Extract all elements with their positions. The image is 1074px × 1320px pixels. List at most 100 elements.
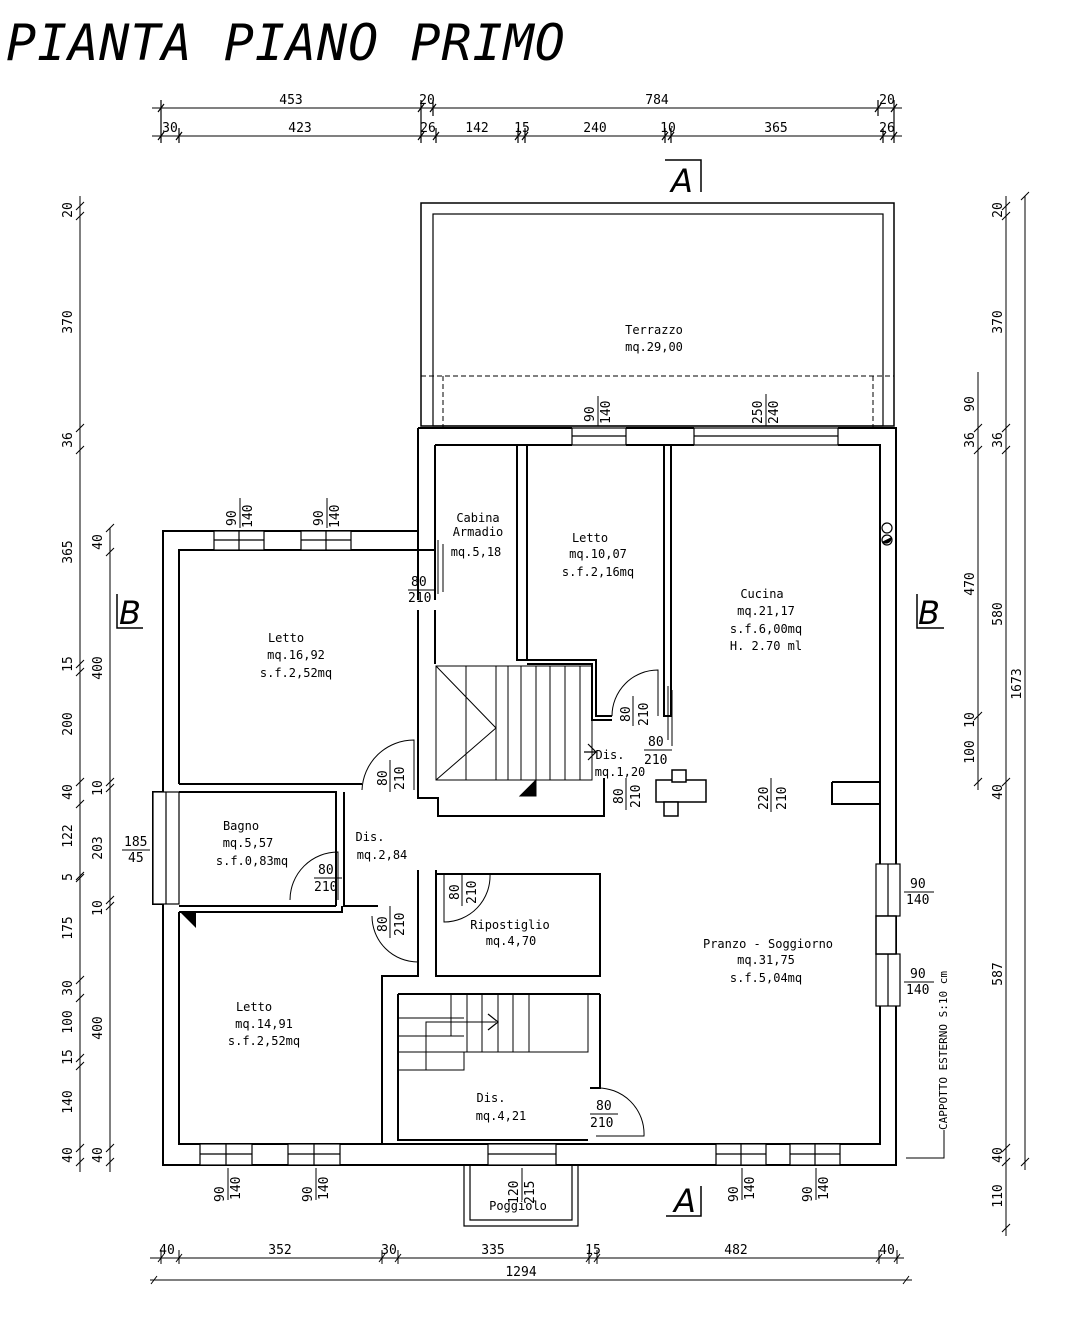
svg-text:140: 140 bbox=[906, 983, 929, 998]
right-dimension-labels: 90 36 470 10 100 20 370 36 580 40 587 40… bbox=[963, 202, 1025, 1208]
svg-text:mq.16,92: mq.16,92 bbox=[267, 648, 325, 662]
dim-left-15b: 15 bbox=[61, 1049, 76, 1065]
svg-text:120: 120 bbox=[507, 1181, 522, 1204]
left-dimension-lines bbox=[75, 196, 115, 1172]
svg-text:Cabina: Cabina bbox=[456, 511, 499, 525]
opening-label-top-2: 250 240 bbox=[751, 394, 782, 426]
svg-text:mq.31,75: mq.31,75 bbox=[737, 953, 795, 967]
opening-label-s3: 120 215 bbox=[507, 1168, 538, 1204]
dim-bottom-15: 15 bbox=[585, 1243, 601, 1258]
dim-left-175: 175 bbox=[61, 916, 76, 939]
dim-right-40a: 40 bbox=[991, 784, 1006, 800]
svg-text:mq.4,21: mq.4,21 bbox=[476, 1109, 527, 1123]
svg-text:H. 2.70 ml: H. 2.70 ml bbox=[730, 639, 802, 653]
svg-text:Poggiolo: Poggiolo bbox=[489, 1199, 547, 1213]
svg-text:215: 215 bbox=[523, 1181, 538, 1204]
svg-text:80: 80 bbox=[596, 1099, 612, 1114]
dim-right-20: 20 bbox=[991, 202, 1006, 218]
svg-text:80: 80 bbox=[648, 735, 664, 750]
section-marker-a-bottom: A bbox=[666, 1182, 702, 1220]
svg-text:80: 80 bbox=[376, 770, 391, 786]
insulation-note: CAPPOTTO ESTERNO S:10 cm bbox=[937, 971, 950, 1130]
svg-text:Dis.: Dis. bbox=[596, 748, 625, 762]
stairs-lower bbox=[397, 994, 589, 1071]
opening-label-e2: 90 140 bbox=[904, 967, 934, 998]
dim-right-inner-10: 10 bbox=[963, 712, 978, 728]
stairs-upper bbox=[435, 665, 597, 797]
stair-down-marker bbox=[180, 912, 196, 928]
opening-label-185: 185 45 bbox=[122, 835, 150, 866]
svg-text:210: 210 bbox=[393, 913, 408, 936]
dim-right-inner-36: 36 bbox=[963, 432, 978, 448]
room-letto-north: Letto mq.10,07 s.f.2,16mq bbox=[562, 531, 634, 579]
svg-text:80: 80 bbox=[411, 575, 427, 590]
svg-text:220: 220 bbox=[757, 787, 772, 810]
dim-right-36: 36 bbox=[991, 432, 1006, 448]
plan-title: PIANTA PIANO PRIMO bbox=[6, 14, 566, 72]
dim-left-inner-400b: 400 bbox=[91, 1016, 106, 1039]
svg-text:mq.10,07: mq.10,07 bbox=[569, 547, 627, 561]
section-marker-b-left: B bbox=[116, 594, 143, 632]
svg-text:80: 80 bbox=[448, 884, 463, 900]
svg-text:mq.4,70: mq.4,70 bbox=[486, 934, 537, 948]
svg-text:90: 90 bbox=[312, 510, 327, 526]
dim-top-26b: 26 bbox=[879, 121, 895, 136]
dim-top-26a: 26 bbox=[420, 121, 436, 136]
svg-text:90: 90 bbox=[213, 1186, 228, 1202]
opening-label-220: 220 210 bbox=[757, 778, 790, 812]
svg-text:mq.2,84: mq.2,84 bbox=[357, 848, 408, 862]
dim-right-inner-470: 470 bbox=[963, 572, 978, 595]
dim-left-40a: 40 bbox=[61, 784, 76, 800]
dim-top-453: 453 bbox=[279, 93, 302, 108]
svg-text:A: A bbox=[672, 1182, 696, 1220]
dim-left-365: 365 bbox=[61, 540, 76, 563]
room-ripostiglio: Ripostiglio mq.4,70 bbox=[470, 918, 549, 948]
opening-label-top-1: 90 140 bbox=[583, 396, 614, 426]
room-dis-low: Dis. mq.4,21 bbox=[476, 1091, 527, 1123]
svg-text:s.f.2,52mq: s.f.2,52mq bbox=[228, 1034, 300, 1048]
svg-text:Dis.: Dis. bbox=[356, 830, 385, 844]
dim-left-15: 15 bbox=[61, 656, 76, 672]
svg-text:Letto: Letto bbox=[572, 531, 608, 545]
dim-top-20a: 20 bbox=[419, 93, 435, 108]
dim-top-423: 423 bbox=[288, 121, 311, 136]
svg-text:210: 210 bbox=[775, 787, 790, 810]
section-marker-b-right: B bbox=[916, 594, 944, 632]
dim-top-30: 30 bbox=[162, 121, 178, 136]
dim-bottom-1294: 1294 bbox=[505, 1265, 536, 1280]
room-dis-mid: Dis. mq.2,84 bbox=[356, 830, 408, 862]
boiler-icon bbox=[881, 522, 893, 546]
svg-text:90: 90 bbox=[801, 1186, 816, 1202]
dim-left-36: 36 bbox=[61, 432, 76, 448]
svg-text:45: 45 bbox=[128, 851, 144, 866]
svg-text:s.f.2,52mq: s.f.2,52mq bbox=[260, 666, 332, 680]
svg-text:Cucina: Cucina bbox=[740, 587, 783, 601]
svg-text:Ripostiglio: Ripostiglio bbox=[470, 918, 549, 932]
svg-text:Bagno: Bagno bbox=[223, 819, 259, 833]
dim-top-240: 240 bbox=[583, 121, 606, 136]
door-swings bbox=[289, 540, 673, 1137]
opening-label-s5: 90 140 bbox=[801, 1168, 832, 1202]
room-poggiolo: Poggiolo bbox=[489, 1199, 547, 1213]
dim-left-140: 140 bbox=[61, 1090, 76, 1113]
dim-left-370: 370 bbox=[61, 310, 76, 333]
svg-text:240: 240 bbox=[767, 401, 782, 424]
windows bbox=[152, 427, 901, 1166]
door-label-letto-w: 80 210 bbox=[376, 760, 408, 792]
room-letto-southwest: Letto mq.14,91 s.f.2,52mq bbox=[228, 1000, 300, 1048]
svg-text:90: 90 bbox=[301, 1186, 316, 1202]
svg-text:140: 140 bbox=[743, 1177, 758, 1200]
dim-left-inner-10b: 10 bbox=[91, 900, 106, 916]
svg-text:210: 210 bbox=[465, 881, 480, 904]
bottom-dimension-labels: 40 352 30 335 15 482 40 1294 bbox=[159, 1243, 895, 1280]
dim-left-100: 100 bbox=[61, 1010, 76, 1033]
opening-label-w1: 90 140 bbox=[225, 498, 256, 528]
room-dis-small: Dis. mq.1,20 bbox=[595, 748, 646, 779]
svg-text:Terrazzo: Terrazzo bbox=[625, 323, 683, 337]
svg-text:210: 210 bbox=[629, 785, 644, 808]
room-letto-west: Letto mq.16,92 s.f.2,52mq bbox=[260, 631, 332, 680]
svg-text:B: B bbox=[119, 594, 141, 632]
svg-text:185: 185 bbox=[124, 835, 147, 850]
dim-left-122: 122 bbox=[61, 824, 76, 847]
